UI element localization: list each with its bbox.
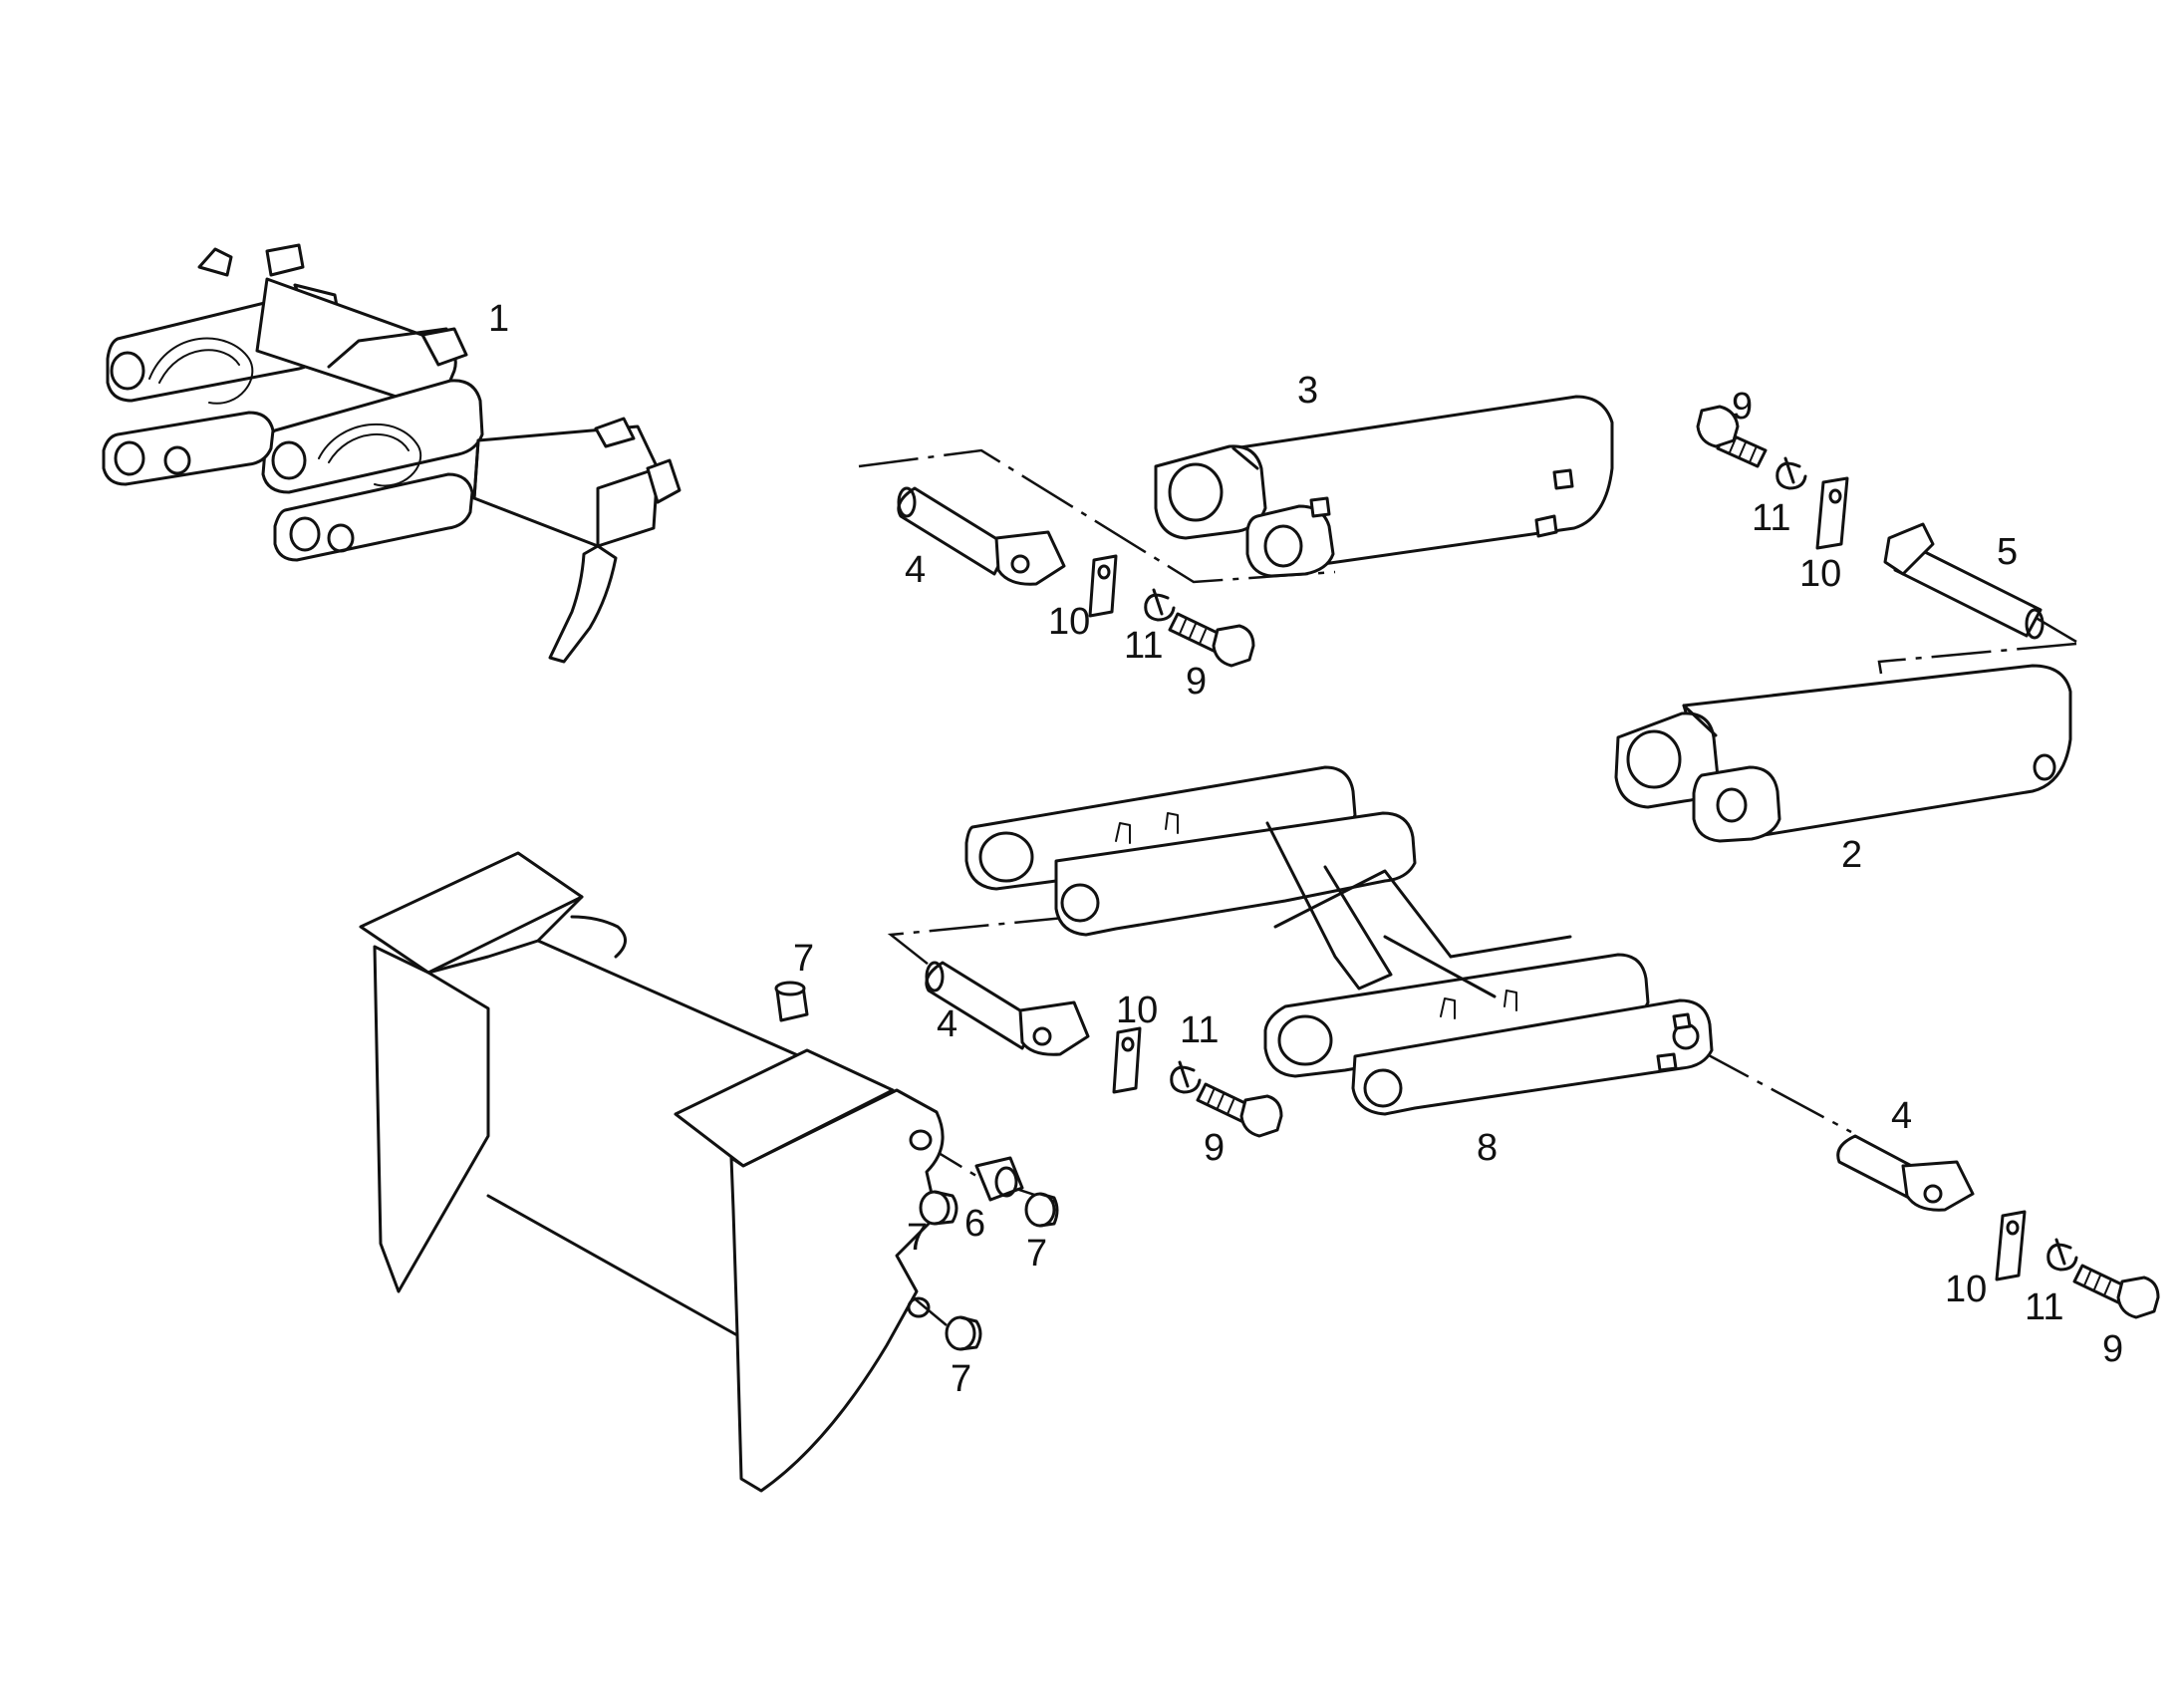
callout-9-upper-left: 9: [1186, 661, 1207, 703]
callout-11-lower-right: 11: [2025, 1286, 2063, 1328]
callout-2: 2: [1841, 834, 1862, 876]
assembly-line-pin-4-upper: [858, 448, 1336, 584]
part-2-lower-housing: [1614, 664, 2072, 843]
mounting-bracket: [359, 851, 945, 1493]
callout-9-lower-right: 9: [2102, 1328, 2123, 1370]
callout-4-middle: 4: [937, 1003, 957, 1045]
part-11-washer-middle: [1170, 1060, 1202, 1094]
part-7-bushing-bottom: [945, 1315, 982, 1351]
callout-6: 6: [964, 1203, 985, 1245]
assembly-line-pin-5: [1877, 614, 2077, 675]
callout-7-top: 7: [793, 938, 814, 980]
part-7-bushing-top: [774, 981, 809, 1022]
callout-10-upper-right: 10: [1799, 553, 1841, 595]
part-11-washer-lower-right: [2047, 1238, 2078, 1272]
callout-11-upper-left: 11: [1124, 625, 1163, 667]
part-7-bushing-right: [1024, 1192, 1059, 1228]
callout-9-upper-right: 9: [1732, 386, 1753, 427]
ripper-assembly-overview: [102, 243, 682, 664]
callout-7-bottom: 7: [951, 1358, 971, 1400]
part-5-pin: [1883, 522, 2045, 640]
assembly-line-pin-4-middle: [887, 915, 1075, 966]
part-10-plate-middle: [1112, 1026, 1142, 1094]
callout-11-middle: 11: [1180, 1009, 1219, 1051]
callout-4-upper: 4: [905, 549, 926, 591]
part-9-bolt-middle: [1196, 1082, 1283, 1138]
callout-5: 5: [1997, 531, 2018, 573]
part-11-washer-upper-right: [1775, 456, 1807, 490]
callout-7-right: 7: [1026, 1233, 1047, 1275]
assembly-line-pin-4-right: [1695, 1046, 1852, 1134]
part-4-pin-upper: [897, 486, 1066, 586]
callout-10-middle: 10: [1116, 990, 1158, 1031]
part-10-plate-lower-right: [1995, 1210, 2027, 1281]
part-4-pin-middle: [925, 961, 1090, 1056]
part-4-pin-right: [1836, 1134, 1975, 1212]
part-9-bolt-lower-right: [2072, 1264, 2160, 1319]
part-8-frame: [964, 765, 1714, 1116]
callout-10-upper-left: 10: [1048, 601, 1090, 643]
part-7-bushing-left: [919, 1190, 958, 1226]
part-10-plate-upper-right: [1815, 476, 1849, 550]
callout-10-lower-right: 10: [1945, 1269, 1987, 1310]
part-9-bolt-upper-left: [1168, 612, 1255, 668]
part-11-washer-upper-left: [1144, 588, 1176, 622]
callout-9-middle: 9: [1204, 1127, 1225, 1169]
part-3-upper-housing: [1154, 395, 1614, 578]
callout-7-left: 7: [907, 1217, 928, 1259]
callout-11-upper-right: 11: [1752, 497, 1790, 539]
callout-1: 1: [488, 298, 509, 340]
callout-8: 8: [1477, 1127, 1498, 1169]
callout-4-right: 4: [1891, 1095, 1912, 1137]
callout-3: 3: [1297, 370, 1318, 412]
part-9-bolt-upper-right: [1696, 405, 1768, 468]
part-6-spacer: [974, 1156, 1024, 1202]
part-10-plate-upper-left: [1088, 554, 1118, 618]
